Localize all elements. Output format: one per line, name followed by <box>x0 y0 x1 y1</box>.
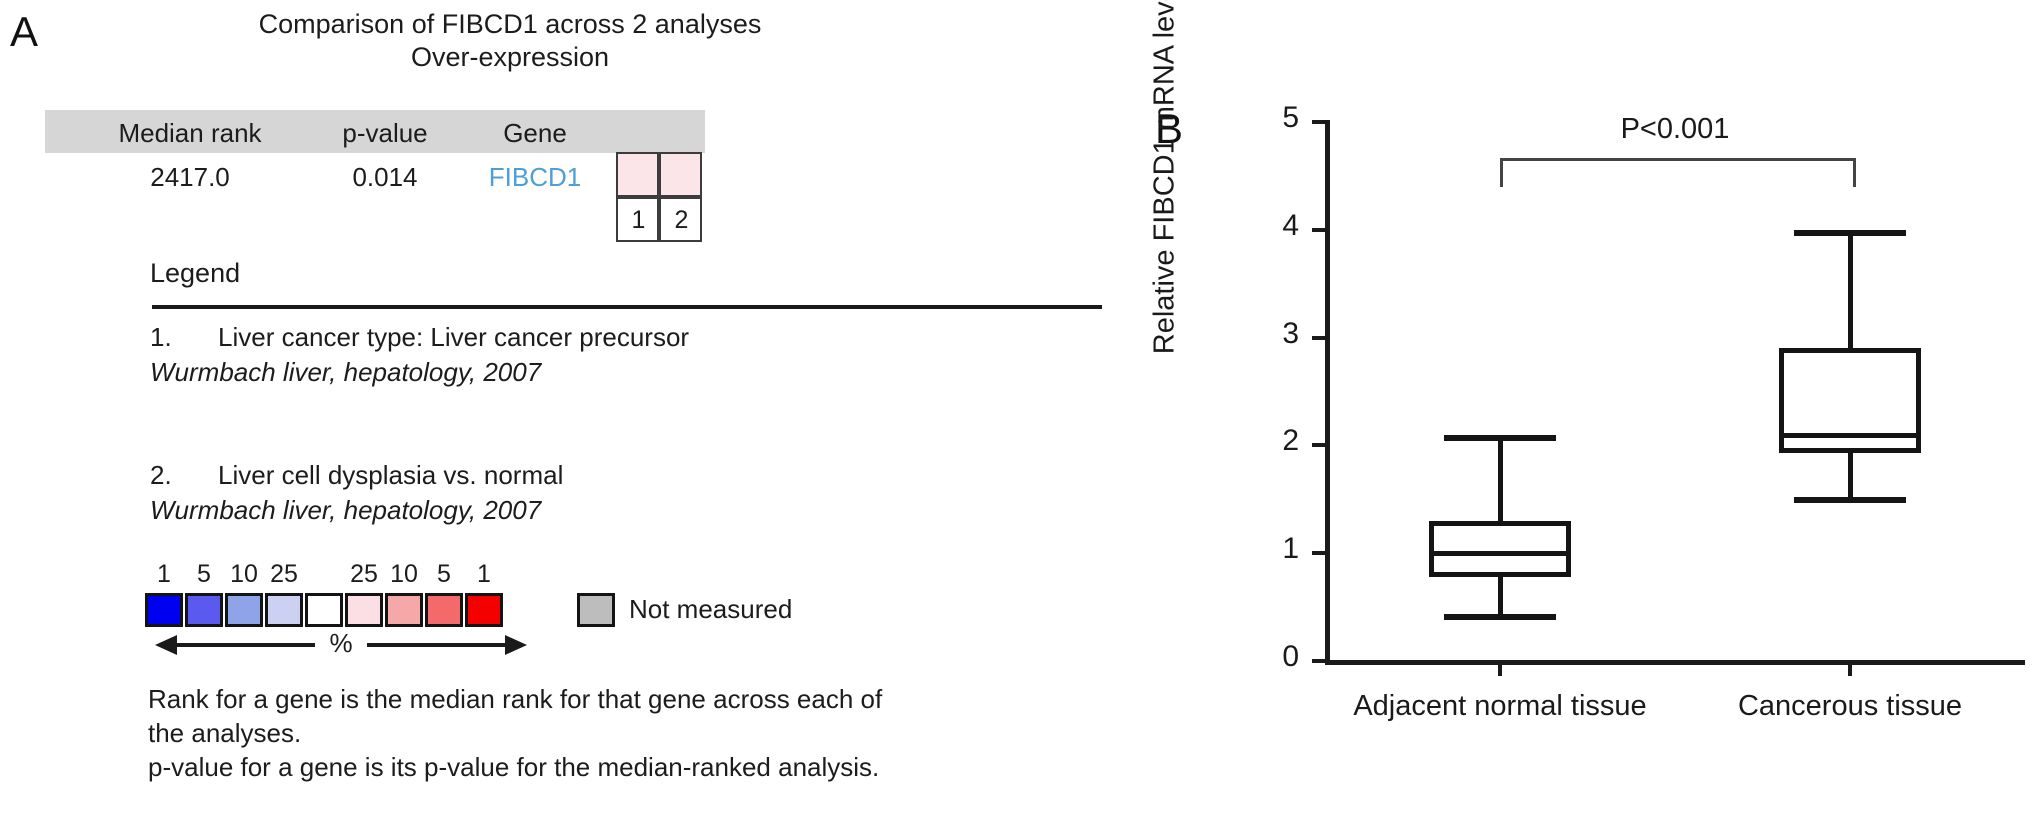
legend-entry-1: 1. Liver cancer type: Liver cancer precu… <box>150 320 810 390</box>
y-axis-label: Relative FIBCD1 mRNA level <box>1148 0 1181 355</box>
heatmap-index-label-1: 1 <box>631 206 646 234</box>
x-axis-label-1: Adjacent normal tissue <box>1353 690 1647 722</box>
box-1 <box>1429 520 1571 577</box>
x-tick-2 <box>1848 660 1852 676</box>
legend-entry-2-number: 2. <box>150 460 172 490</box>
footnote-rank: Rank for a gene is the median rank for t… <box>148 684 883 748</box>
y-tick-3 <box>1312 335 1330 340</box>
footnote-pvalue: p-value for a gene is its p-value for th… <box>148 752 880 782</box>
y-tick-label-0: 0 <box>1282 640 1299 673</box>
color-scale-tick-8: 1 <box>477 560 491 588</box>
column-header-p-value: p-value <box>342 118 428 148</box>
color-scale-tick-1: 1 <box>157 560 171 588</box>
significance-label: P<0.001 <box>1620 113 1730 145</box>
color-scale-swatch-6 <box>345 593 383 627</box>
not-measured-label: Not measured <box>629 594 793 624</box>
median-line-1 <box>1429 551 1571 557</box>
legend-entry-1-number: 1. <box>150 322 172 352</box>
panel-b-letter: B <box>1155 105 1184 152</box>
legend-divider <box>152 305 1102 309</box>
color-scale-tick-6: 10 <box>390 560 418 588</box>
heatmap-index-box-2 <box>659 197 702 242</box>
lower-whisker-2 <box>1848 452 1853 502</box>
color-scale-swatch-2 <box>185 593 223 627</box>
color-scale-swatch-3 <box>225 593 263 627</box>
color-scale-tick-2: 5 <box>197 560 211 588</box>
color-scale-swatch-1 <box>145 593 183 627</box>
heatmap-cells: 1 2 <box>616 152 703 243</box>
oncomine-title: Comparison of FIBCD1 across 2 analyses O… <box>250 8 770 74</box>
y-tick-label-4: 4 <box>1282 208 1299 242</box>
upper-whisker-cap-2 <box>1794 229 1906 236</box>
color-scale-swatch-9 <box>465 593 503 627</box>
x-tick-1 <box>1498 660 1502 676</box>
legend-entry-1-text: Liver cancer type: Liver cancer precurso… <box>218 322 690 352</box>
y-tick-1 <box>1312 551 1330 556</box>
upper-whisker-1 <box>1498 434 1503 521</box>
oncomine-title-line2: Over-expression <box>410 42 610 72</box>
percent-arrow-row: % <box>145 628 545 666</box>
column-header-median-rank: Median rank <box>118 118 262 148</box>
oncomine-title-line1: Comparison of FIBCD1 across 2 analyses <box>258 9 762 39</box>
heatmap-cell-analysis-2 <box>659 152 702 197</box>
y-tick-label-3: 3 <box>1282 316 1299 350</box>
lower-whisker-cap-1 <box>1444 613 1556 620</box>
arrow-right-icon <box>505 635 527 655</box>
y-tick-5 <box>1312 120 1330 124</box>
legend-heading: Legend <box>150 258 241 288</box>
color-scale-tick-3: 10 <box>230 560 258 588</box>
upper-whisker-2 <box>1848 229 1853 349</box>
percent-symbol: % <box>329 628 353 658</box>
not-measured-swatch <box>577 593 615 627</box>
x-axis-label-2: Cancerous tissue <box>1737 690 1963 722</box>
color-scale-swatch-8 <box>425 593 463 627</box>
legend-entry-2-citation: Wurmbach liver, hepatology, 2007 <box>150 495 542 525</box>
y-tick-label-2: 2 <box>1282 424 1299 458</box>
median-line-2 <box>1779 432 1921 438</box>
legend-entry-2-text: Liver cell dysplasia vs. normal <box>218 460 564 490</box>
color-scale-swatch-5 <box>305 593 343 627</box>
footnotes: Rank for a gene is the median rank for t… <box>148 682 888 784</box>
y-tick-4 <box>1312 227 1330 232</box>
color-scale-tick-4: 25 <box>270 560 298 588</box>
color-scale-swatches <box>145 593 503 627</box>
heatmap-index-label-2: 2 <box>674 206 689 234</box>
color-scale-swatch-4 <box>265 593 303 627</box>
table-header-band <box>45 110 705 153</box>
y-tick-label-5: 5 <box>1282 101 1299 134</box>
heatmap-index-box-1 <box>616 197 659 242</box>
cell-median-rank: 2417.0 <box>150 162 230 192</box>
legend-entry-1-citation: Wurmbach liver, hepatology, 2007 <box>150 357 542 387</box>
y-axis-line <box>1325 120 1330 665</box>
color-scale-tick-5: 25 <box>350 560 378 588</box>
panel-a-oncomine: A Comparison of FIBCD1 across 2 analyses… <box>10 8 1102 784</box>
y-tick-label-1: 1 <box>1282 532 1299 566</box>
cell-p-value: 0.014 <box>352 162 418 192</box>
upper-whisker-cap-1 <box>1444 434 1556 441</box>
panel-a-letter: A <box>10 8 39 55</box>
arrow-right-line <box>367 643 507 647</box>
legend-entry-2: 2. Liver cell dysplasia vs. normal Wurmb… <box>150 458 810 528</box>
heatmap-cell-analysis-1 <box>616 152 659 197</box>
cell-gene-link[interactable]: FIBCD1 <box>488 162 582 192</box>
x-axis-line <box>1325 660 2025 665</box>
color-scale-tick-7: 5 <box>437 560 451 588</box>
column-header-gene: Gene <box>503 118 567 148</box>
lower-whisker-cap-2 <box>1794 497 1906 504</box>
lower-whisker-1 <box>1498 576 1503 618</box>
color-scale-swatch-7 <box>385 593 423 627</box>
significance-bracket <box>1500 158 1856 187</box>
y-tick-2 <box>1312 443 1330 448</box>
y-tick-0 <box>1312 659 1330 663</box>
panel-b-boxplot: B Relative FIBCD1 mRNA level 0 1 2 3 4 5 Adja… <box>1050 0 2032 840</box>
arrow-left-line <box>175 643 315 647</box>
arrow-left-icon <box>155 635 177 655</box>
